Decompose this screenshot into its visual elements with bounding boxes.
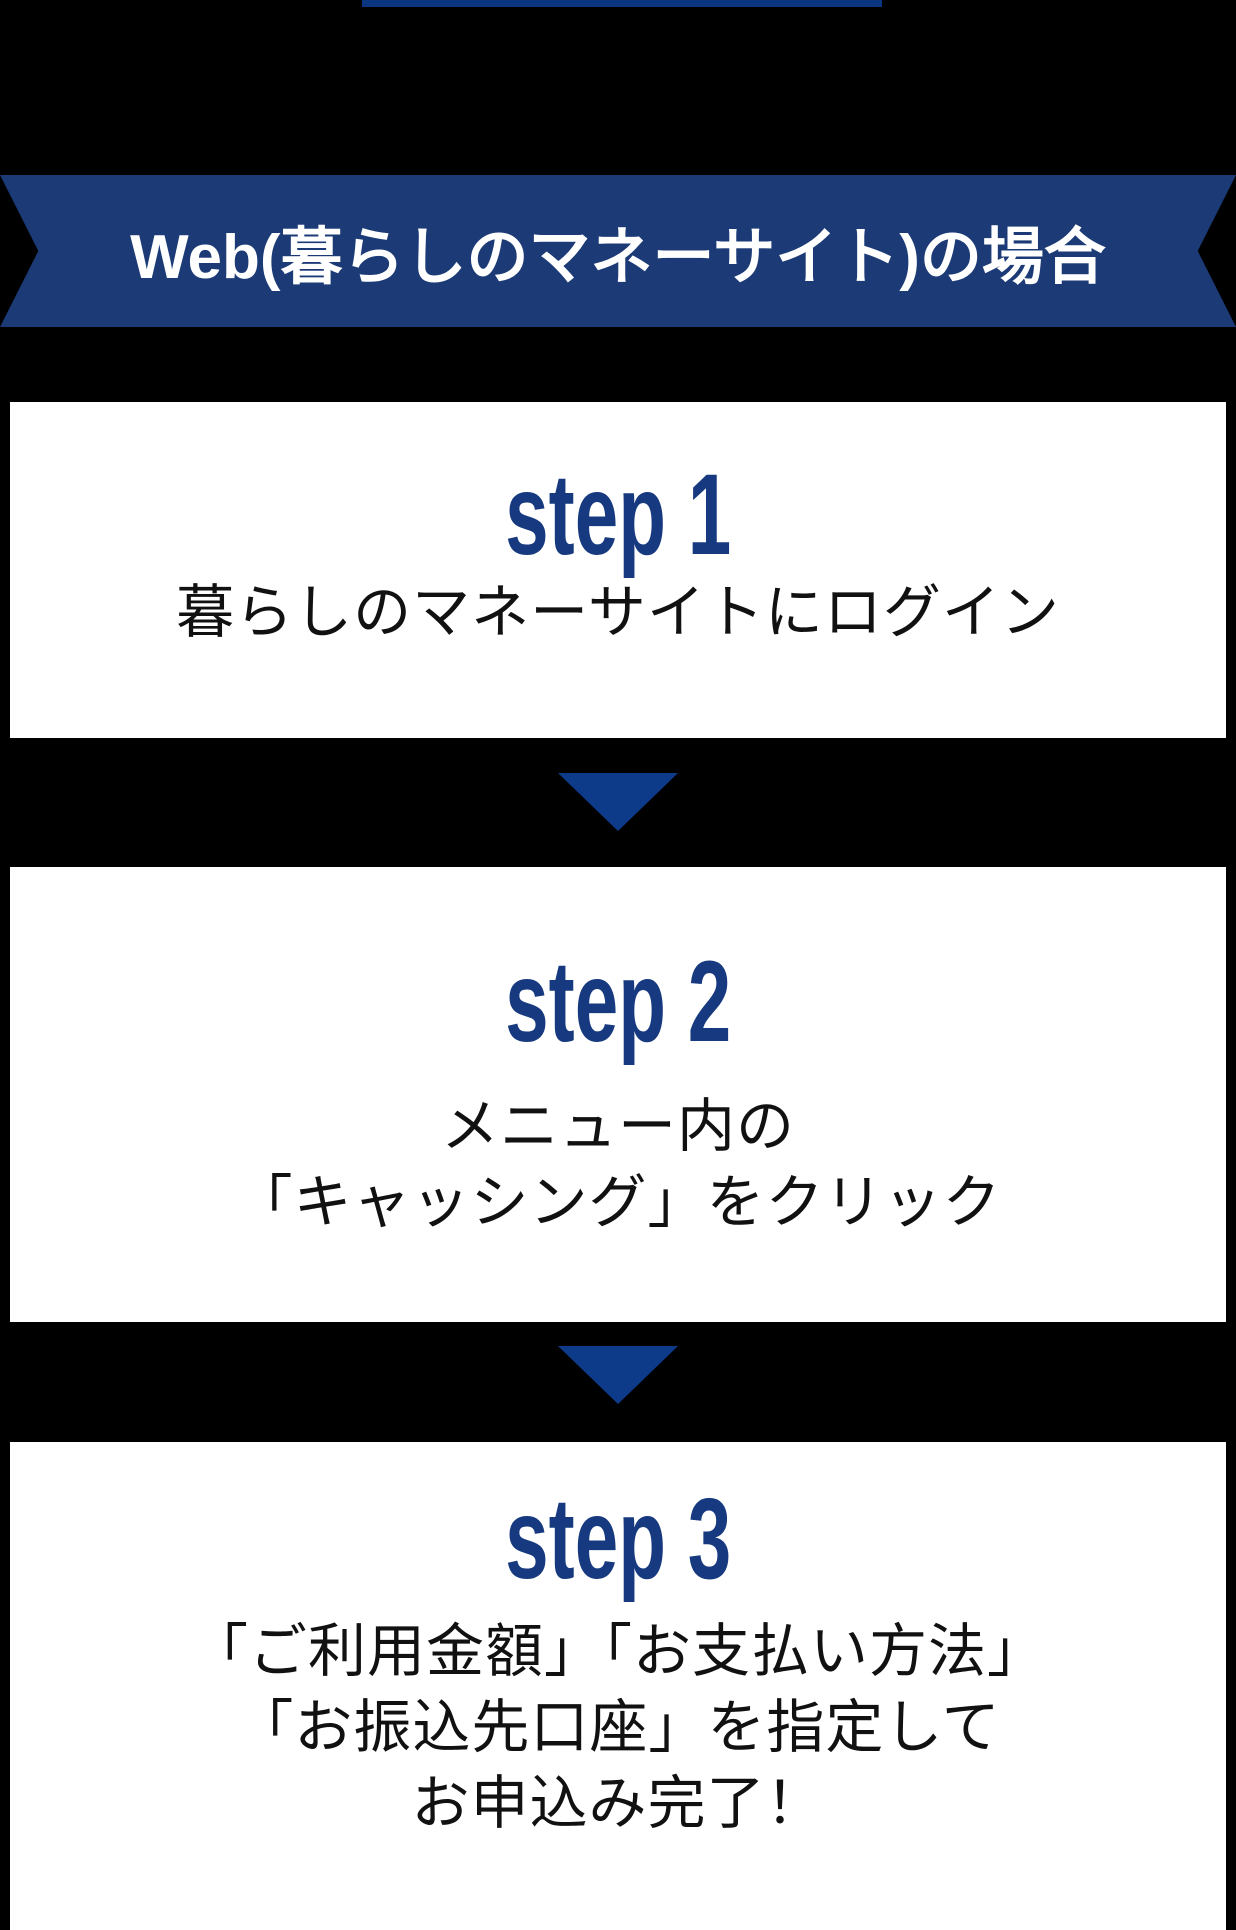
step-3-title: step 3 — [10, 1482, 1226, 1597]
down-arrow-icon — [558, 1346, 678, 1404]
step-1-description: 暮らしのマネーサイトにログイン — [10, 575, 1226, 651]
step-3-line-2: 「お振込先口座」を指定して — [235, 1695, 1001, 1760]
step-2-line-2: 「キャッシング」をクリック — [234, 1170, 1002, 1235]
step-1-title-text: step 1 — [504, 451, 732, 579]
step-2-title-text: step 2 — [504, 938, 732, 1066]
step-1-title: step 1 — [10, 458, 1226, 573]
step-card-2: step 2 メニュー内の 「キャッシング」をクリック — [10, 867, 1226, 1322]
section-ribbon: Web(暮らしのマネーサイト)の場合 — [0, 175, 1236, 327]
section-title: Web(暮らしのマネーサイト)の場合 — [130, 223, 1106, 292]
down-arrow-icon — [558, 773, 678, 831]
step-card-3: step 3 「ご利用金額」「お支払い方法」 「お振込先口座」を指定して お申込… — [10, 1442, 1226, 1930]
step-1-line-1: 暮らしのマネーサイトにログイン — [176, 580, 1060, 645]
step-2-line-1: メニュー内の — [440, 1094, 795, 1159]
step-3-description: 「ご利用金額」「お支払い方法」 「お振込先口座」を指定して お申込み完了！ — [10, 1614, 1226, 1842]
step-2-title: step 2 — [10, 945, 1226, 1060]
top-accent-bar — [362, 0, 882, 7]
step-2-description: メニュー内の 「キャッシング」をクリック — [10, 1089, 1226, 1241]
step-3-line-1: 「ご利用金額」「お支払い方法」 — [189, 1619, 1046, 1684]
step-card-1: step 1 暮らしのマネーサイトにログイン — [10, 402, 1226, 738]
step-3-line-3: お申込み完了！ — [411, 1771, 825, 1836]
step-3-title-text: step 3 — [504, 1475, 732, 1603]
